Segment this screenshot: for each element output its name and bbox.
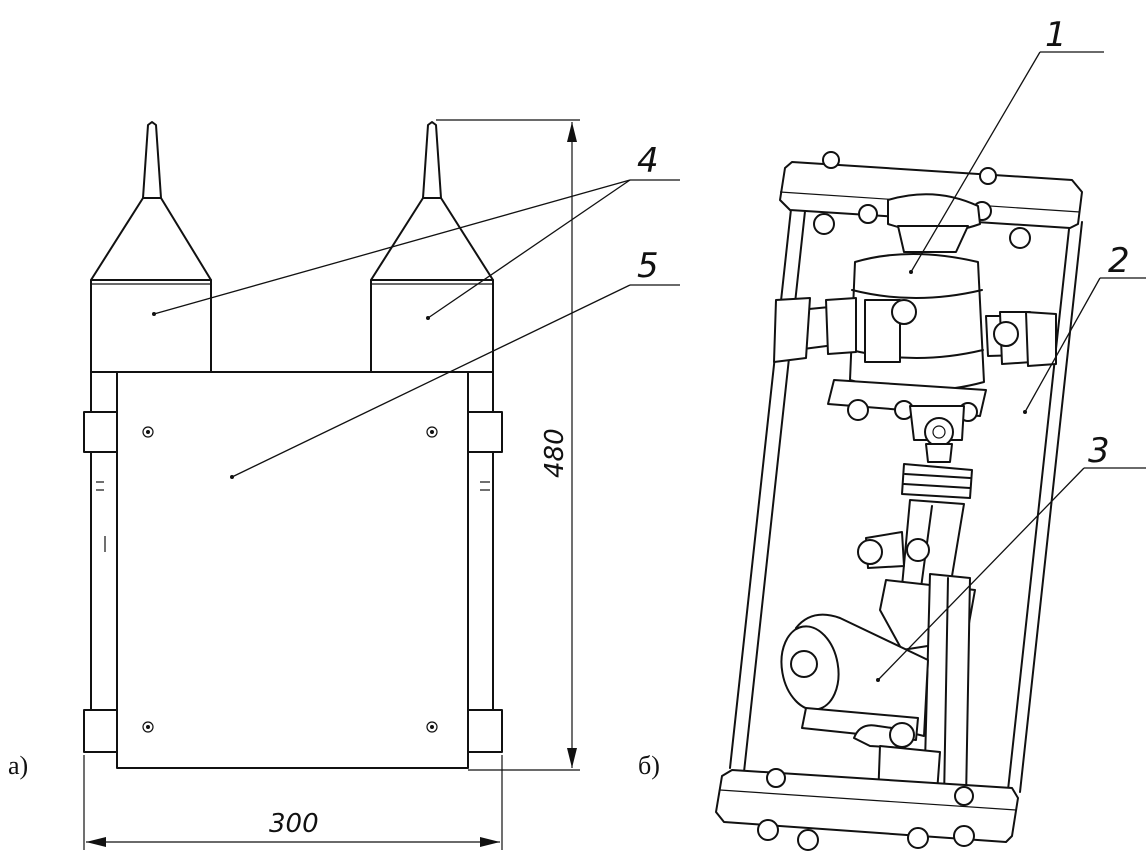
bottom-flange-plate [715, 768, 1019, 851]
callout-leaders-b [876, 51, 1146, 682]
right-insulator [370, 121, 503, 753]
callout-4: 4 [637, 141, 659, 181]
width-dimension-line [83, 755, 503, 850]
callout-1: 1 [1045, 15, 1067, 55]
height-dimension-line [436, 119, 580, 771]
width-dimension-value: 300 [269, 809, 319, 839]
height-dimension-value: 480 [540, 428, 570, 478]
frame-tie-rods [729, 199, 1083, 793]
callout-3: 3 [1088, 431, 1110, 471]
panel-b-isometric-view: 1 2 3 б) [638, 15, 1146, 851]
callout-2: 2 [1108, 241, 1130, 281]
callout-leaders-a [152, 179, 680, 479]
panel-b-label: б) [638, 751, 660, 780]
load-cell [849, 193, 985, 392]
side-clevises [773, 297, 1057, 367]
actuator-assembly [780, 463, 976, 807]
lower-bracket [827, 379, 987, 463]
panel-a-front-view: 4 5 480 300 а) [8, 119, 680, 850]
panel-a-label: а) [8, 751, 28, 780]
front-cover-plate [116, 371, 469, 769]
callout-5: 5 [637, 246, 659, 286]
